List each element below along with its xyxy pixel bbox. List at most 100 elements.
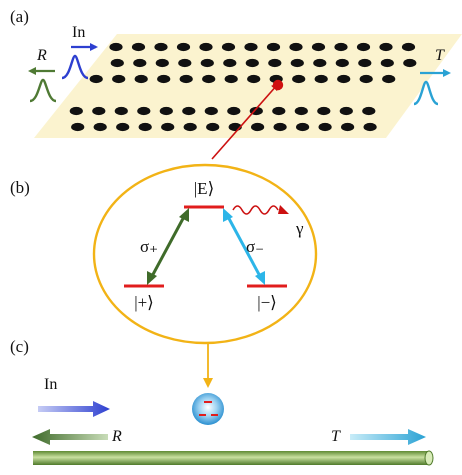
air-hole xyxy=(154,42,168,52)
air-hole xyxy=(379,42,393,52)
air-hole xyxy=(116,122,130,132)
air-hole xyxy=(292,74,306,84)
air-hole xyxy=(131,42,146,52)
air-hole xyxy=(401,42,416,52)
air-hole xyxy=(313,58,327,68)
air-hole xyxy=(224,74,238,84)
air-hole xyxy=(109,42,123,52)
air-hole xyxy=(183,122,197,132)
air-hole xyxy=(294,106,308,116)
panel-a-label: (a) xyxy=(10,7,29,26)
air-hole xyxy=(221,42,236,52)
air-hole xyxy=(157,74,171,84)
air-hole xyxy=(251,122,265,132)
ground-plus-label: |+⟩ xyxy=(134,293,154,312)
air-hole xyxy=(359,74,373,84)
air-hole xyxy=(138,122,152,132)
sigma-plus-head-down xyxy=(147,271,157,285)
input-pulse xyxy=(61,54,89,80)
air-hole xyxy=(182,106,196,116)
quantum-dot xyxy=(272,79,284,91)
sigma-minus-transition xyxy=(224,212,264,281)
air-hole xyxy=(268,58,282,68)
sigma-minus-head-up xyxy=(223,208,233,222)
input-arrow-c xyxy=(38,401,110,417)
air-hole xyxy=(134,74,148,84)
air-hole xyxy=(317,106,331,116)
air-hole xyxy=(110,58,124,68)
reflected-label-c: R xyxy=(111,428,122,445)
air-hole xyxy=(403,58,417,68)
panel-c-label: (c) xyxy=(10,337,29,356)
sigma-minus-label: σ₋ xyxy=(246,237,264,256)
air-hole xyxy=(335,58,349,68)
air-hole xyxy=(178,58,192,68)
air-hole xyxy=(223,58,237,68)
input-label-a: In xyxy=(72,24,85,41)
air-hole xyxy=(155,58,169,68)
air-hole xyxy=(204,106,218,116)
air-hole xyxy=(318,122,332,132)
sigma-minus-head-down xyxy=(255,271,265,285)
decay-label: γ xyxy=(295,219,304,238)
air-hole xyxy=(296,122,310,132)
air-hole xyxy=(244,42,258,52)
ground-minus-label: |−⟩ xyxy=(257,293,277,312)
air-hole xyxy=(273,122,287,132)
sigma-plus-head-up xyxy=(179,208,189,222)
air-hole xyxy=(159,106,173,116)
reflected-arrow-head xyxy=(28,67,36,75)
air-hole xyxy=(227,106,241,116)
air-hole xyxy=(382,74,396,84)
air-hole xyxy=(339,106,353,116)
transmitted-label-c: T xyxy=(331,428,341,445)
air-hole xyxy=(202,74,216,84)
air-hole xyxy=(363,122,377,132)
air-hole xyxy=(245,58,259,68)
air-hole xyxy=(311,42,326,52)
air-hole xyxy=(89,74,103,84)
waveguide-end xyxy=(424,450,434,466)
sigma-plus-label: σ₊ xyxy=(140,237,158,256)
air-hole xyxy=(133,58,147,68)
reflected-label-a: R xyxy=(36,47,47,64)
air-hole xyxy=(137,106,151,116)
excited-state-label: |E⟩ xyxy=(194,179,214,198)
air-hole xyxy=(92,106,106,116)
air-hole xyxy=(179,74,193,84)
air-hole xyxy=(272,106,286,116)
air-hole xyxy=(247,74,261,84)
decay-wave-head xyxy=(278,205,289,214)
transmitted-arrow-c xyxy=(350,429,426,445)
atom xyxy=(192,393,224,425)
air-hole xyxy=(176,42,191,52)
air-hole xyxy=(289,42,303,52)
air-hole xyxy=(290,58,304,68)
zoom-connector-line xyxy=(211,82,280,160)
transmitted-label-a: T xyxy=(435,47,445,64)
transmitted-arrow-head xyxy=(443,69,451,77)
input-label-c: In xyxy=(44,376,57,393)
air-hole xyxy=(356,42,371,52)
reflected-arrow-c xyxy=(32,429,108,445)
air-hole xyxy=(337,74,351,84)
air-hole xyxy=(266,42,281,52)
air-hole xyxy=(71,122,85,132)
air-hole xyxy=(93,122,107,132)
air-hole xyxy=(362,106,376,116)
transmitted-pulse xyxy=(413,80,439,106)
air-hole xyxy=(114,106,128,116)
air-hole xyxy=(380,58,394,68)
reflected-pulse xyxy=(29,78,57,103)
sigma-plus-transition xyxy=(148,212,188,281)
waveguide xyxy=(33,451,429,465)
decay-wave xyxy=(232,205,279,215)
panel-b-label: (b) xyxy=(10,178,30,197)
air-hole xyxy=(358,58,372,68)
air-hole xyxy=(112,74,126,84)
air-hole xyxy=(206,122,220,132)
air-hole xyxy=(161,122,175,132)
air-hole-lattice xyxy=(69,42,417,132)
air-hole xyxy=(199,42,213,52)
